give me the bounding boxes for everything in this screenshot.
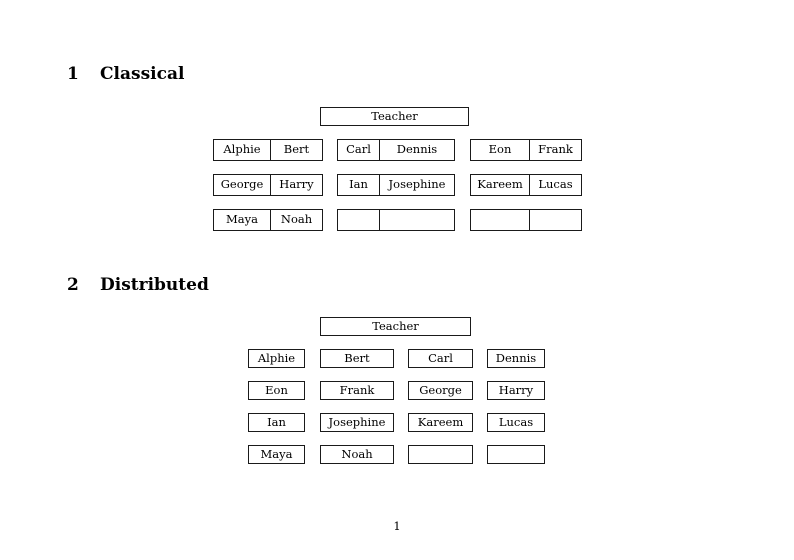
table-row [337,209,455,231]
distributed-teacher-box: Teacher [320,317,471,336]
cell-name: Harry [487,381,545,400]
table-row [470,209,582,231]
cell-name: Frank [320,381,394,400]
section-heading-classical: 1 Classical [67,66,184,83]
section-title: Distributed [100,275,209,295]
cell-name: Dennis [487,349,545,368]
cell-name: Bert [270,139,323,161]
cell-name: Alphie [213,139,271,161]
cell-name: Eon [470,139,530,161]
classical-group-3-table: Eon Frank Kareem Lucas [470,139,582,231]
cell-name: Ian [337,174,380,196]
table-row: Ian Josephine [337,174,455,196]
classical-teacher-box: Teacher [320,107,469,126]
table-row: Kareem Lucas [470,174,582,196]
cell-name: Bert [320,349,394,368]
table-row: Maya Noah [213,209,323,231]
row-spacer [471,161,582,175]
cell-name-empty [379,209,455,231]
cell-name: Kareem [408,413,473,432]
cell-name: Josephine [379,174,455,196]
cell-name: Noah [320,445,394,464]
cell-name: Carl [337,139,380,161]
cell-name: Maya [213,209,271,231]
cell-name: Dennis [379,139,455,161]
cell-name-empty [337,209,380,231]
cell-name: Frank [529,139,582,161]
cell-name: Carl [408,349,473,368]
cell-name: George [213,174,271,196]
cell-name: Josephine [320,413,394,432]
cell-name: George [408,381,473,400]
table-row: Alphie Bert [213,139,323,161]
cell-name: Ian [248,413,305,432]
cell-name-empty [487,445,545,464]
section-number: 2 [67,275,79,295]
row-spacer [471,196,582,210]
table-row: Carl Dennis [337,139,455,161]
cell-name: Lucas [529,174,582,196]
row-spacer [214,161,323,175]
cell-name: Harry [270,174,323,196]
classical-group-2-table: Carl Dennis Ian Josephine [337,139,455,231]
cell-name: Noah [270,209,323,231]
cell-name: Kareem [470,174,530,196]
section-number: 1 [67,64,79,84]
table-row: Eon Frank [470,139,582,161]
section-title: Classical [100,64,185,84]
cell-name-empty [529,209,582,231]
page-number: 1 [393,519,401,533]
row-spacer [338,196,455,210]
row-spacer [338,161,455,175]
table-row: George Harry [213,174,323,196]
cell-name: Maya [248,445,305,464]
cell-name: Alphie [248,349,305,368]
cell-name: Lucas [487,413,545,432]
cell-name: Eon [248,381,305,400]
classical-group-1-table: Alphie Bert George Harry Maya Noah [213,139,323,231]
cell-name-empty [408,445,473,464]
cell-name-empty [470,209,530,231]
row-spacer [214,196,323,210]
section-heading-distributed: 2 Distributed [67,277,209,294]
